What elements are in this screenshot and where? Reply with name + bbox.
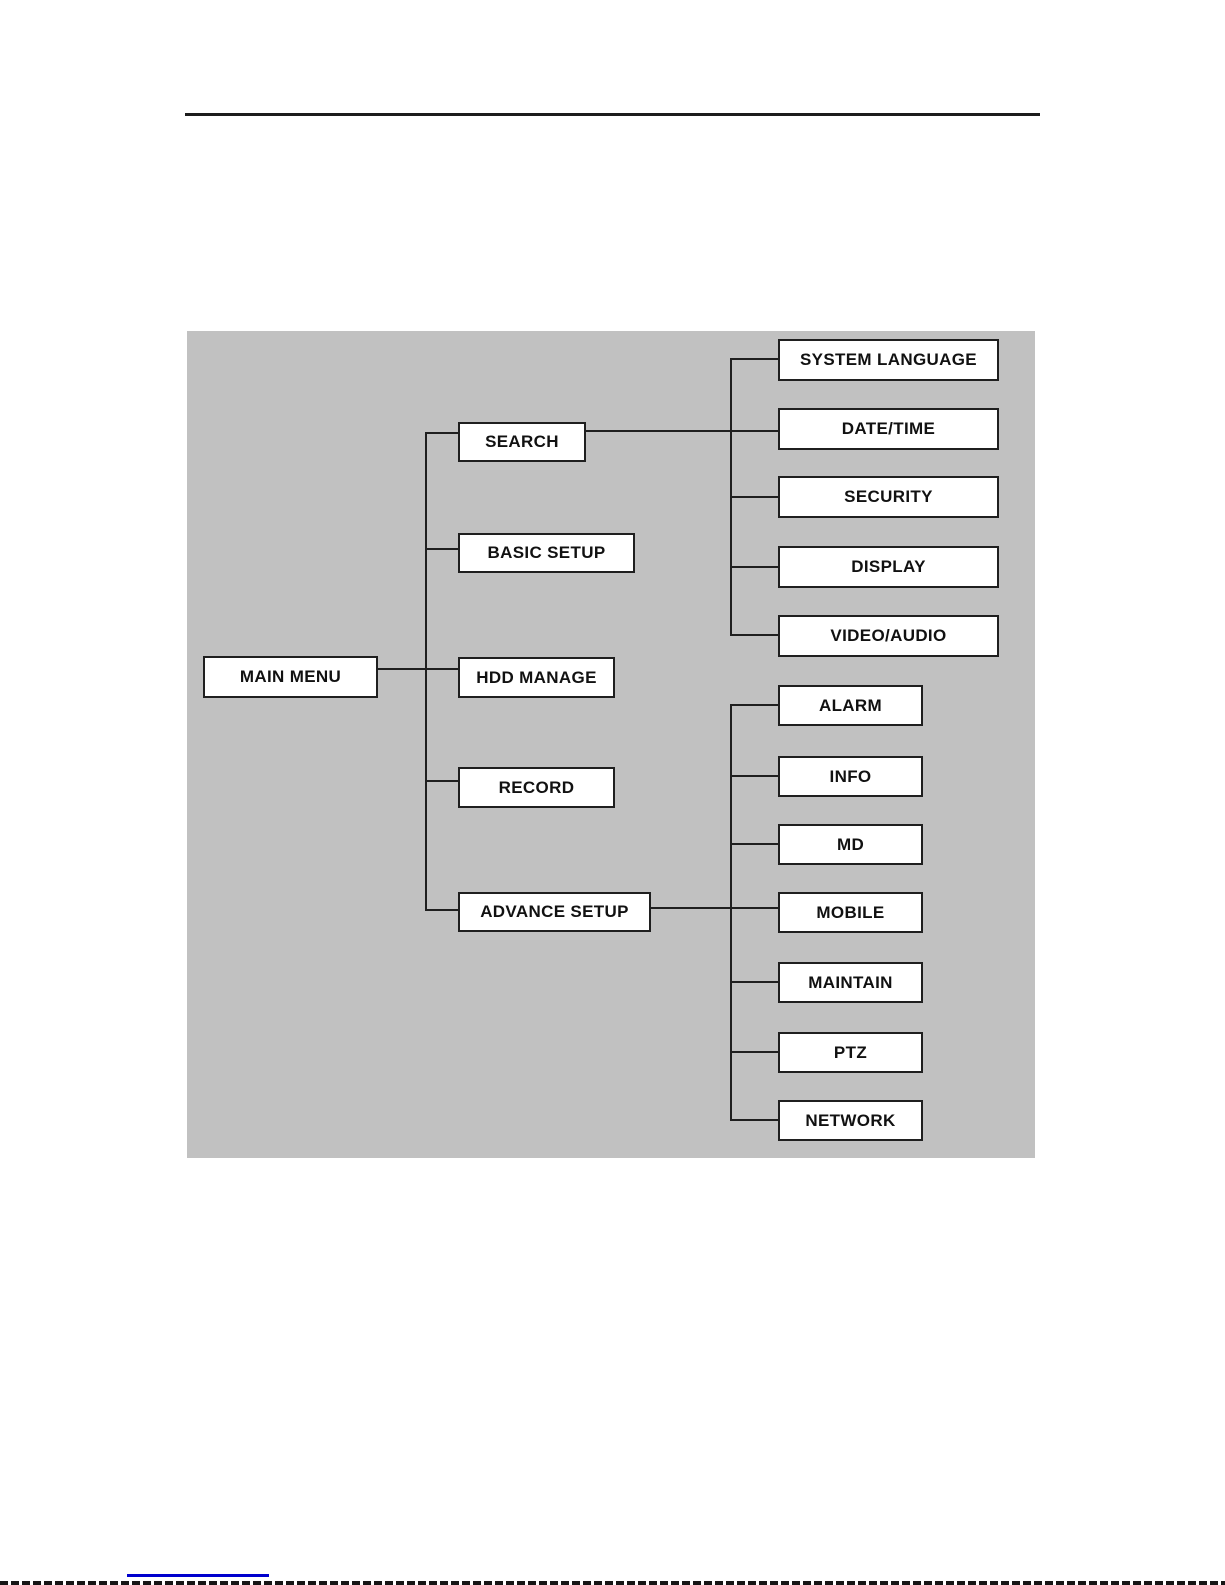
node-hdd-manage: HDD MANAGE (458, 657, 615, 698)
connector-stub-display (730, 566, 778, 568)
connector-stub-md (730, 843, 778, 845)
node-network: NETWORK (778, 1100, 923, 1141)
connector-left-trunk (425, 432, 427, 911)
node-system-language: SYSTEM LANGUAGE (778, 339, 999, 381)
connector-stub-record (425, 780, 458, 782)
connector-mainmenu-hddmanage (378, 668, 458, 670)
node-display: DISPLAY (778, 546, 999, 588)
connector-stub-ptz (730, 1051, 778, 1053)
node-maintain: MAINTAIN (778, 962, 923, 1003)
connector-bottom-right-trunk (730, 704, 732, 1121)
node-record: RECORD (458, 767, 615, 808)
connector-stub-advance-setup (425, 909, 458, 911)
node-basic-setup: BASIC SETUP (458, 533, 635, 573)
node-ptz: PTZ (778, 1032, 923, 1073)
connector-stub-info (730, 775, 778, 777)
connector-stub-system-language (730, 358, 778, 360)
node-advance-setup: ADVANCE SETUP (458, 892, 651, 932)
node-security: SECURITY (778, 476, 999, 518)
node-md: MD (778, 824, 923, 865)
connector-search-datetime (585, 430, 778, 432)
footer-dashed-rule (0, 1581, 1225, 1585)
connector-stub-search (425, 432, 458, 434)
node-main-menu: MAIN MENU (203, 656, 378, 698)
node-video-audio: VIDEO/AUDIO (778, 615, 999, 657)
connector-stub-network (730, 1119, 778, 1121)
diagram-panel (187, 331, 1035, 1158)
connector-advance-mobile (651, 907, 778, 909)
connector-stub-maintain (730, 981, 778, 983)
node-alarm: ALARM (778, 685, 923, 726)
connector-stub-video-audio (730, 634, 778, 636)
footer-link-underline (127, 1574, 269, 1577)
node-search: SEARCH (458, 422, 586, 462)
node-mobile: MOBILE (778, 892, 923, 933)
node-info: INFO (778, 756, 923, 797)
connector-stub-security (730, 496, 778, 498)
node-date-time: DATE/TIME (778, 408, 999, 450)
connector-stub-alarm (730, 704, 778, 706)
header-rule (185, 113, 1040, 116)
connector-stub-basic-setup (425, 548, 458, 550)
